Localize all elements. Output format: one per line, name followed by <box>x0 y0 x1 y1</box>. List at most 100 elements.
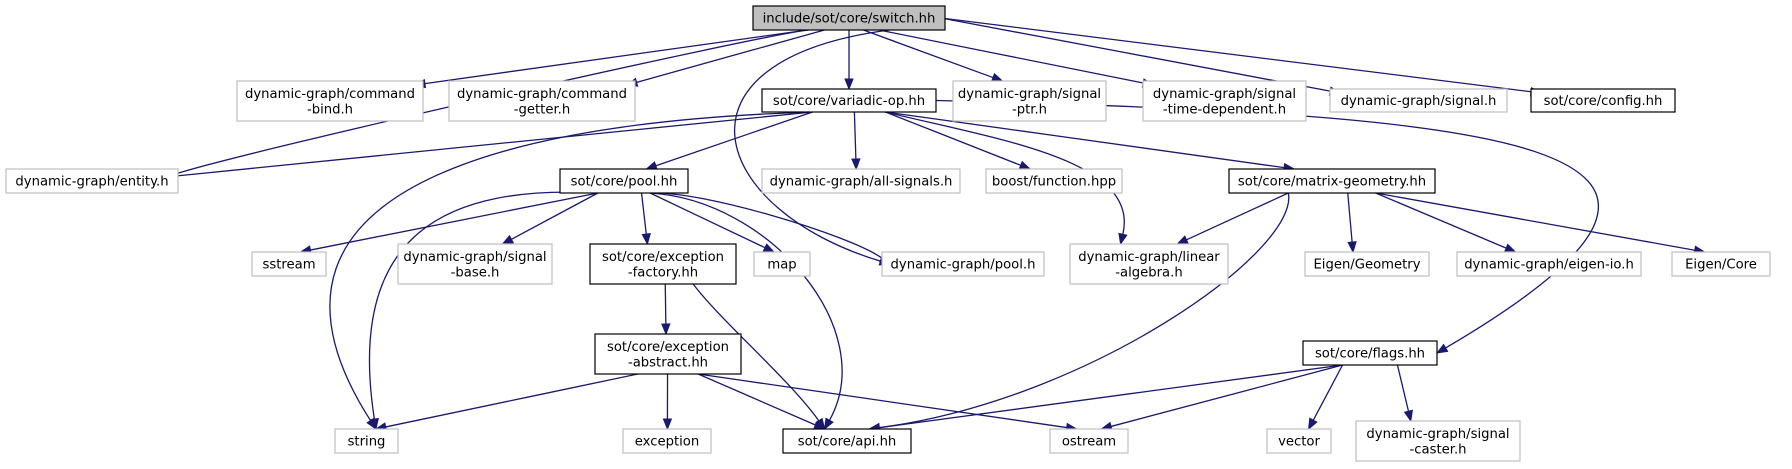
node-box[interactable] <box>1266 428 1332 454</box>
edge-excabstract-to-string <box>374 373 638 432</box>
node-sot-core-api-hh[interactable]: sot/core/api.hh <box>782 428 912 454</box>
node-box[interactable] <box>589 243 737 285</box>
node-box[interactable] <box>752 5 946 31</box>
node-boost-function-hpp[interactable]: boost/function.hpp <box>985 168 1123 194</box>
node-box[interactable] <box>985 168 1123 194</box>
edge-switch-to-cmdbind <box>413 29 808 89</box>
node-label: dynamic-graph/command <box>245 87 415 102</box>
edge-line <box>692 283 820 422</box>
node-ostream[interactable]: ostream <box>1049 428 1129 454</box>
node-dynamic-graph-signal-h[interactable]: dynamic-graph/signal.h <box>1329 88 1508 113</box>
node-eigen-geometry[interactable]: Eigen/Geometry <box>1304 251 1430 277</box>
nodes-layer: include/sot/core/switch.hh dynamic-graph/… <box>5 5 1771 462</box>
node-dynamic-graph-eigen-io-h[interactable]: dynamic-graph/eigen-io.h <box>1456 251 1642 277</box>
node-box[interactable] <box>594 333 742 375</box>
node-dynamic-graph-linear-algebra-h[interactable]: dynamic-graph/linear-algebra.h <box>1069 243 1229 285</box>
arrowhead <box>762 243 776 253</box>
node-box[interactable] <box>753 251 811 277</box>
edge-excabstract-to-api <box>697 373 826 430</box>
node-string[interactable]: string <box>334 428 399 454</box>
node-sot-core-variadic-op-hh[interactable]: sot/core/variadic-op.hh <box>761 88 937 113</box>
edge-line <box>368 191 598 420</box>
arrowhead <box>1176 235 1189 245</box>
node-include-sot-core-switch-hh[interactable]: include/sot/core/switch.hh <box>752 5 946 31</box>
node-label: -time-dependent.h <box>1163 102 1286 117</box>
node-label: dynamic-graph/pool.h <box>891 258 1036 273</box>
node-box[interactable] <box>1530 88 1676 113</box>
node-map[interactable]: map <box>753 251 811 277</box>
node-dynamic-graph-all-signals-h[interactable]: dynamic-graph/all-signals.h <box>761 168 961 194</box>
node-sot-core-exception-abstract-hh[interactable]: sot/core/exception-abstract.hh <box>594 333 742 375</box>
node-label: sot/core/api.hh <box>798 435 897 450</box>
node-sot-core-exception-factory-hh[interactable]: sot/core/exception-factory.hh <box>589 243 737 285</box>
node-sstream[interactable]: sstream <box>251 251 327 277</box>
node-box[interactable] <box>334 428 399 454</box>
node-box[interactable] <box>1329 88 1508 113</box>
edge-matgeo-to-eigenio <box>1375 192 1517 253</box>
node-box[interactable] <box>236 80 424 122</box>
edge-flags-to-sigcaster <box>1396 364 1413 423</box>
node-label: dynamic-graph/signal <box>1366 427 1509 442</box>
node-label: dynamic-graph/entity.h <box>15 175 168 190</box>
edge-line <box>734 29 890 262</box>
node-box[interactable] <box>1304 251 1430 277</box>
edge-flags-to-vector <box>1307 364 1344 431</box>
edge-switch-to-sigtime <box>878 29 1155 88</box>
node-box[interactable] <box>761 168 961 194</box>
node-box[interactable] <box>1456 251 1642 277</box>
node-box[interactable] <box>5 168 179 194</box>
node-box[interactable] <box>952 80 1107 122</box>
node-label: dynamic-graph/linear <box>1078 250 1220 265</box>
node-box[interactable] <box>559 168 689 194</box>
edge-line <box>385 373 638 428</box>
edge-line <box>1375 192 1695 251</box>
node-box[interactable] <box>782 428 912 454</box>
edge-line <box>885 111 1021 166</box>
edge-matgeo-to-eigengeo <box>1347 192 1357 254</box>
node-dynamic-graph-pool-h[interactable]: dynamic-graph/pool.h <box>881 251 1045 277</box>
node-dynamic-graph-signal-base-h[interactable]: dynamic-graph/signal-base.h <box>397 243 553 285</box>
node-dynamic-graph-command-getter-h[interactable]: dynamic-graph/command-getter.h <box>448 80 636 122</box>
edge-line <box>1110 364 1343 428</box>
node-sot-core-pool-hh[interactable]: sot/core/pool.hh <box>559 168 689 194</box>
edge-line <box>310 192 599 251</box>
arrowhead <box>662 418 673 431</box>
node-sot-core-matrix-geometry-hh[interactable]: sot/core/matrix-geometry.hh <box>1228 168 1436 194</box>
node-box[interactable] <box>881 251 1045 277</box>
node-dynamic-graph-entity-h[interactable]: dynamic-graph/entity.h <box>5 168 179 194</box>
node-sot-core-config-hh[interactable]: sot/core/config.hh <box>1530 88 1676 113</box>
node-box[interactable] <box>397 243 553 285</box>
node-box[interactable] <box>1228 168 1436 194</box>
edge-line <box>698 373 1067 429</box>
node-vector[interactable]: vector <box>1266 428 1332 454</box>
node-box[interactable] <box>1355 420 1521 462</box>
node-box[interactable] <box>1069 243 1229 285</box>
node-sot-core-flags-hh[interactable]: sot/core/flags.hh <box>1302 340 1438 366</box>
node-label: -algebra.h <box>1115 265 1182 280</box>
node-dynamic-graph-command-bind-h[interactable]: dynamic-graph/command-bind.h <box>236 80 424 122</box>
node-box[interactable] <box>1302 340 1438 366</box>
node-label: sot/core/pool.hh <box>571 175 678 190</box>
node-dynamic-graph-signal-time-dependent-h[interactable]: dynamic-graph/signal-time-dependent.h <box>1142 80 1307 122</box>
edge-pool-to-sigbase <box>501 192 599 245</box>
node-dynamic-graph-signal-ptr-h[interactable]: dynamic-graph/signal-ptr.h <box>952 80 1107 122</box>
node-box[interactable] <box>761 88 937 113</box>
node-box[interactable] <box>251 251 327 277</box>
node-dynamic-graph-signal-caster-h[interactable]: dynamic-graph/signal-caster.h <box>1355 420 1521 462</box>
node-box[interactable] <box>1671 251 1771 277</box>
node-label: -abstract.hh <box>628 355 708 370</box>
node-eigen-core[interactable]: Eigen/Core <box>1671 251 1771 277</box>
node-exception[interactable]: exception <box>622 428 712 454</box>
edge-line <box>1347 192 1353 243</box>
node-box[interactable] <box>448 80 636 122</box>
arrowhead <box>851 158 861 171</box>
edge-line <box>650 192 883 259</box>
edges-layer <box>164 17 1706 433</box>
node-label: -bind.h <box>307 102 353 117</box>
node-box[interactable] <box>1142 80 1307 122</box>
edge-line <box>1375 192 1507 249</box>
node-box[interactable] <box>622 428 712 454</box>
node-box[interactable] <box>1049 428 1129 454</box>
node-label: -ptr.h <box>1012 102 1047 117</box>
node-label: dynamic-graph/signal.h <box>1341 94 1497 109</box>
